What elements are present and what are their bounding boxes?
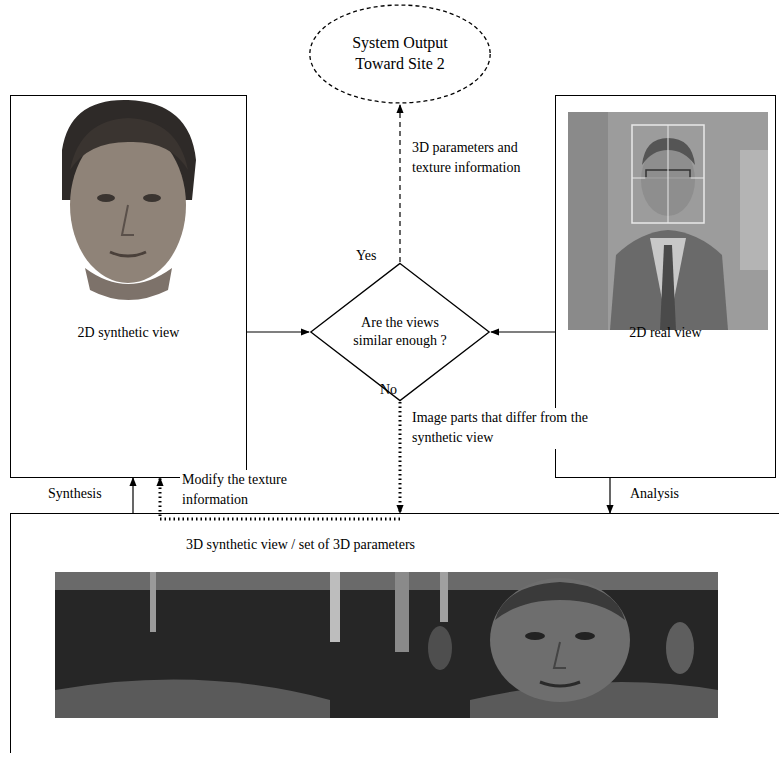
connector — [399, 402, 402, 513]
edge-label: 3D parameters and texture information — [410, 138, 524, 179]
output-ellipse: System Output Toward Site 2 — [308, 3, 492, 105]
diamond-outline — [309, 262, 491, 402]
ellipse-border — [310, 5, 490, 103]
edge-label: Analysis — [628, 484, 681, 504]
ellipse-outline — [308, 3, 492, 105]
synthetic-face — [62, 100, 196, 300]
node-text: 3D synthetic view / set of 3D parameters — [186, 536, 779, 554]
node-text: 2D synthetic view — [78, 324, 180, 342]
connector — [491, 331, 555, 332]
connector — [247, 331, 309, 332]
node-text: 2D real view — [629, 324, 701, 342]
cylindrical-texture — [55, 572, 718, 718]
camera-photo — [568, 112, 768, 330]
connector — [132, 478, 133, 513]
connector — [399, 105, 400, 262]
node-text: System Output Toward Site 2 — [340, 33, 460, 75]
node-text: Are the views similar enough ? — [341, 314, 459, 350]
edge-label: Image parts that differ from the synthet… — [410, 408, 614, 449]
edge-label: Synthesis — [46, 484, 104, 504]
synthetic-view-box: 2D synthetic view — [10, 95, 247, 478]
edge-label: Modify the texture information — [180, 470, 324, 511]
connector — [609, 478, 610, 513]
no-label: No — [378, 380, 399, 400]
decision-diamond: Are the views similar enough ? — [309, 262, 491, 402]
yes-label: Yes — [354, 246, 378, 266]
model-panel: 3D synthetic view / set of 3D parameters — [10, 513, 779, 753]
diamond-border — [311, 263, 489, 400]
